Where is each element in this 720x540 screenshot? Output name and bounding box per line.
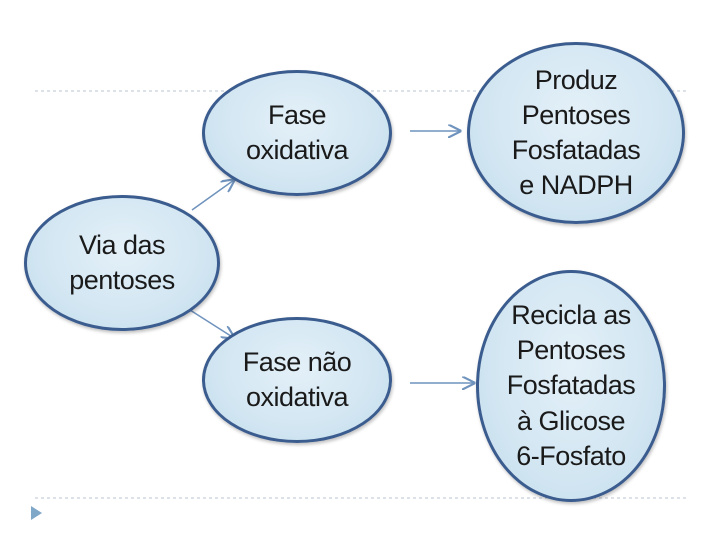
arrow-via-to-nao-oxidativa xyxy=(189,309,234,338)
node-fase-nao-oxidativa: Fase não oxidativa xyxy=(202,317,392,443)
node-label-line: Via das xyxy=(78,229,166,260)
node-label-line: Produz xyxy=(534,64,618,95)
node-label-line: Fosfatadas xyxy=(506,370,636,401)
node-produz-pentoses-fosfatadas: Produz Pentoses Fosfatadas e NADPH xyxy=(467,42,685,224)
node-label-line: pentoses xyxy=(69,265,175,295)
node-label-line: 6-Fosfato xyxy=(516,440,626,471)
arrow-via-to-oxidativa xyxy=(191,180,234,211)
node-label-line: e NADPH xyxy=(519,170,633,201)
node-label-line: à Glicose xyxy=(516,405,626,436)
node-label-line: Pentoses xyxy=(516,335,626,366)
node-label-line: Fase xyxy=(267,99,327,130)
node-label-line: Pentoses xyxy=(521,99,631,130)
node-label-line: Fase não xyxy=(242,346,352,377)
node-label-line: oxidativa xyxy=(245,135,349,165)
node-label-line: Fosfatadas xyxy=(511,135,641,165)
slide-nav-triangle-icon[interactable] xyxy=(31,506,42,520)
node-label-line: Recicla as xyxy=(511,300,631,331)
node-label-line: oxidativa xyxy=(245,382,349,412)
node-via-das-pentoses: Via das pentoses xyxy=(24,195,220,331)
node-fase-oxidativa: Fase oxidativa xyxy=(202,70,392,196)
node-recicla-pentoses-fosfatadas: Recicla as Pentoses Fosfatadas à Glicose… xyxy=(476,270,666,502)
